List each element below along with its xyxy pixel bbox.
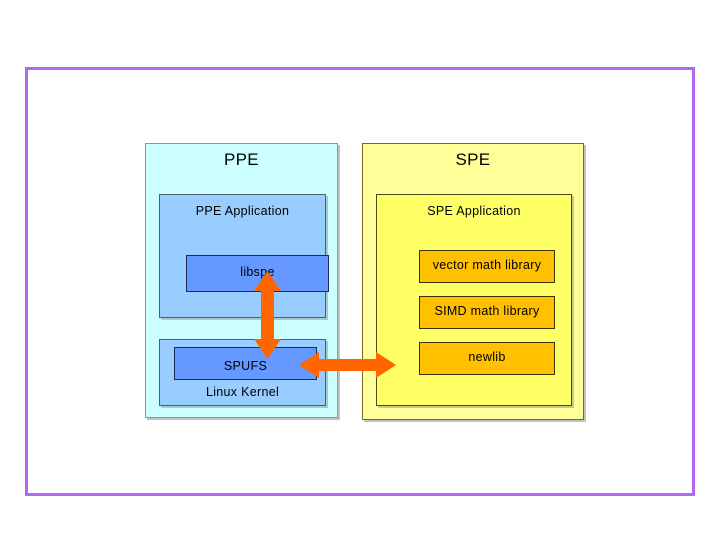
spe-application-box[interactable]: SPE Application vector math library SIMD… <box>376 194 572 406</box>
newlib-box[interactable]: newlib <box>419 342 555 375</box>
ppe-application-box[interactable]: PPE Application libspe <box>159 194 329 318</box>
spe-container[interactable]: SPE SPE Application vector math library … <box>362 143 584 420</box>
ppe-container[interactable]: PPE PPE Application libspe SPUFS Linux K… <box>145 143 338 418</box>
vector-math-library-box[interactable]: vector math library <box>419 250 555 283</box>
ppe-title: PPE <box>224 150 259 169</box>
newlib-label: newlib <box>468 350 506 364</box>
simd-math-library-label: SIMD math library <box>434 304 540 318</box>
spufs-box[interactable]: SPUFS <box>174 347 317 380</box>
linux-kernel-label: Linux Kernel <box>205 385 280 400</box>
linux-kernel-box[interactable]: SPUFS Linux Kernel <box>159 339 326 406</box>
libspe-box[interactable]: libspe <box>186 255 329 292</box>
libspe-label: libspe <box>240 265 275 279</box>
spufs-label: SPUFS <box>223 359 268 374</box>
spe-application-label: SPE Application <box>427 204 521 218</box>
vector-math-library-label: vector math library <box>432 258 542 272</box>
slide-frame-border <box>25 67 695 496</box>
spe-title: SPE <box>455 150 491 169</box>
simd-math-library-box[interactable]: SIMD math library <box>419 296 555 329</box>
ppe-application-label: PPE Application <box>195 204 290 218</box>
